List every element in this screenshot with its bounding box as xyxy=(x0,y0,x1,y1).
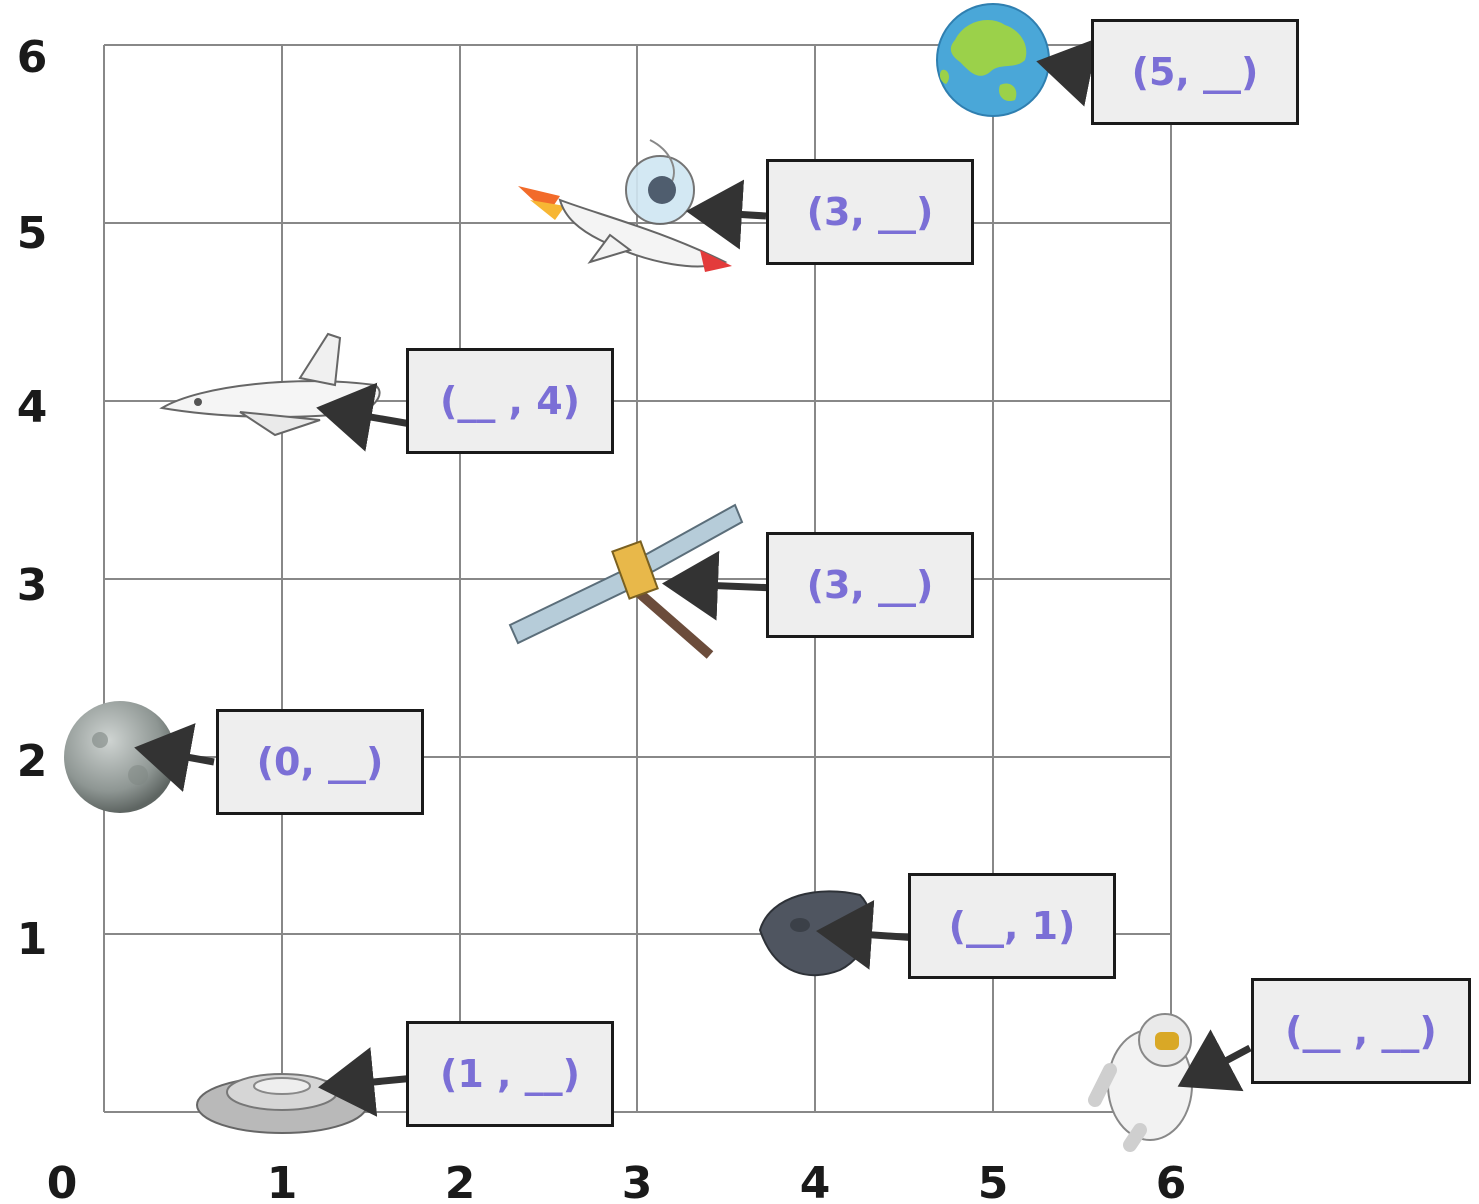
arrow-satellite xyxy=(662,550,777,621)
y-axis-labels: 1 2 3 4 5 6 xyxy=(17,32,48,965)
y-tick-label: 3 xyxy=(17,560,48,611)
coordinate-text: (__ , 4) xyxy=(439,379,581,423)
coordinate-text: (__, 1) xyxy=(948,904,1076,948)
ufo-icon xyxy=(196,1073,368,1134)
arrow-asteroid xyxy=(816,899,919,970)
x-tick-label: 5 xyxy=(978,1158,1009,1204)
y-tick-label: 5 xyxy=(17,208,48,259)
space-shuttle-icon xyxy=(159,332,381,437)
x-axis-labels: 0 1 2 3 4 5 6 xyxy=(47,1158,1187,1204)
coordinate-label-earth: (5, __) xyxy=(1091,19,1299,125)
rocket-icon xyxy=(518,139,732,272)
moon-icon xyxy=(64,701,176,813)
astronaut-icon xyxy=(1088,1013,1193,1152)
coordinate-label-shuttle: (__ , 4) xyxy=(406,348,614,454)
y-tick-label: 4 xyxy=(17,382,48,433)
coordinate-text: (__ , __) xyxy=(1285,1009,1437,1053)
y-tick-label: 2 xyxy=(17,736,48,787)
x-tick-label: 1 xyxy=(267,1158,298,1204)
coordinate-label-rocket: (3, __) xyxy=(766,159,974,265)
x-tick-label: 6 xyxy=(1156,1158,1187,1204)
x-tick-label: 4 xyxy=(800,1158,831,1204)
x-tick-label: 2 xyxy=(445,1158,476,1204)
coordinate-text: (3, __) xyxy=(806,190,934,234)
coordinate-text: (0, __) xyxy=(256,740,384,784)
x-tick-label: 0 xyxy=(47,1158,78,1204)
x-tick-label: 3 xyxy=(622,1158,653,1204)
earth-icon xyxy=(936,3,1050,117)
arrow-astronaut xyxy=(1177,1029,1252,1092)
y-tick-label: 1 xyxy=(17,914,48,965)
coordinate-label-moon: (0, __) xyxy=(216,709,424,815)
coordinate-label-satellite: (3, __) xyxy=(766,532,974,638)
arrow-ufo xyxy=(318,1047,416,1117)
y-tick-label: 6 xyxy=(17,32,48,83)
arrow-rocket xyxy=(686,179,767,250)
coordinate-label-ufo: (1 , __) xyxy=(406,1021,614,1127)
coordinate-text: (1 , __) xyxy=(439,1052,581,1096)
coordinate-text: (5, __) xyxy=(1131,50,1259,94)
coordinate-label-astronaut: (__ , __) xyxy=(1251,978,1471,1084)
arrow-moon xyxy=(134,723,215,792)
arrow-earth xyxy=(1036,37,1099,107)
coordinate-label-asteroid: (__, 1) xyxy=(908,873,1116,979)
coordinate-text: (3, __) xyxy=(806,563,934,607)
